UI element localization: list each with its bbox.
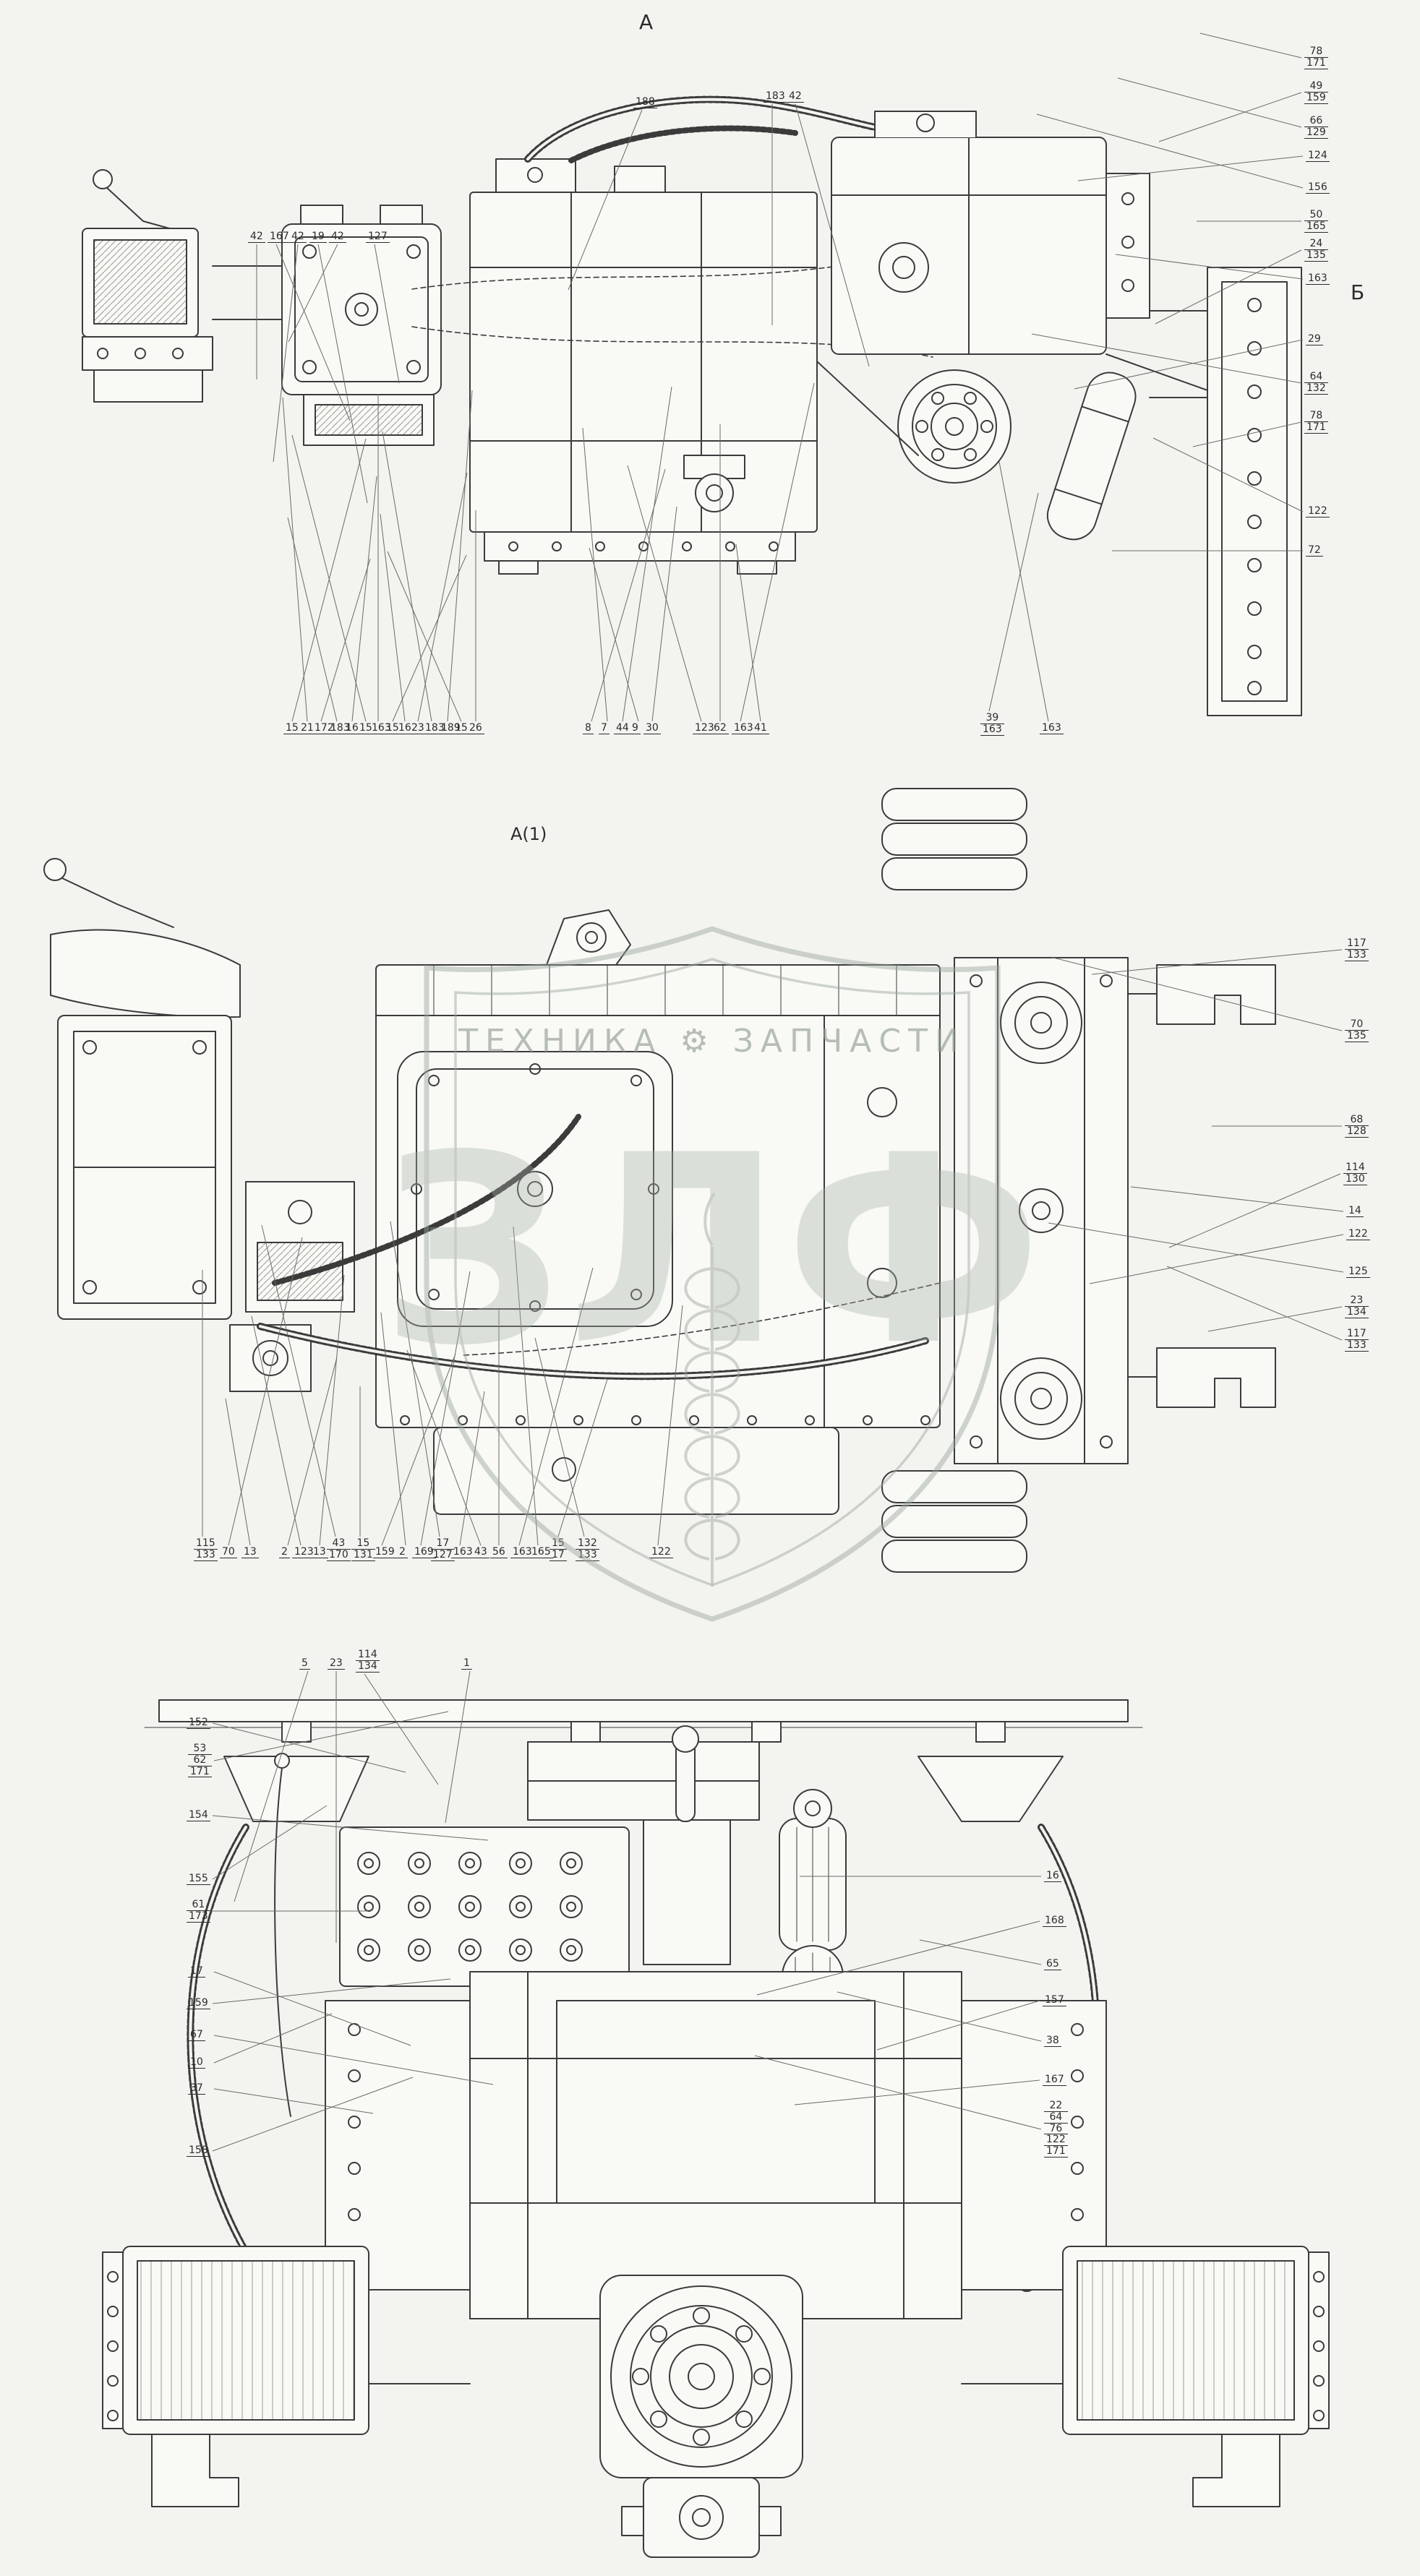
side-view-a	[65, 51, 1338, 737]
view-a-drawing	[82, 95, 1302, 716]
section-label-a: А	[639, 10, 654, 34]
rear-view	[65, 1654, 1366, 2572]
side-view-a1	[29, 777, 1388, 1637]
rear-view-drawing	[102, 1699, 1330, 2558]
view-a1-drawing	[43, 788, 1276, 1573]
section-label-a1: А(1)	[510, 824, 547, 844]
section-label-b: Б	[1351, 280, 1365, 304]
